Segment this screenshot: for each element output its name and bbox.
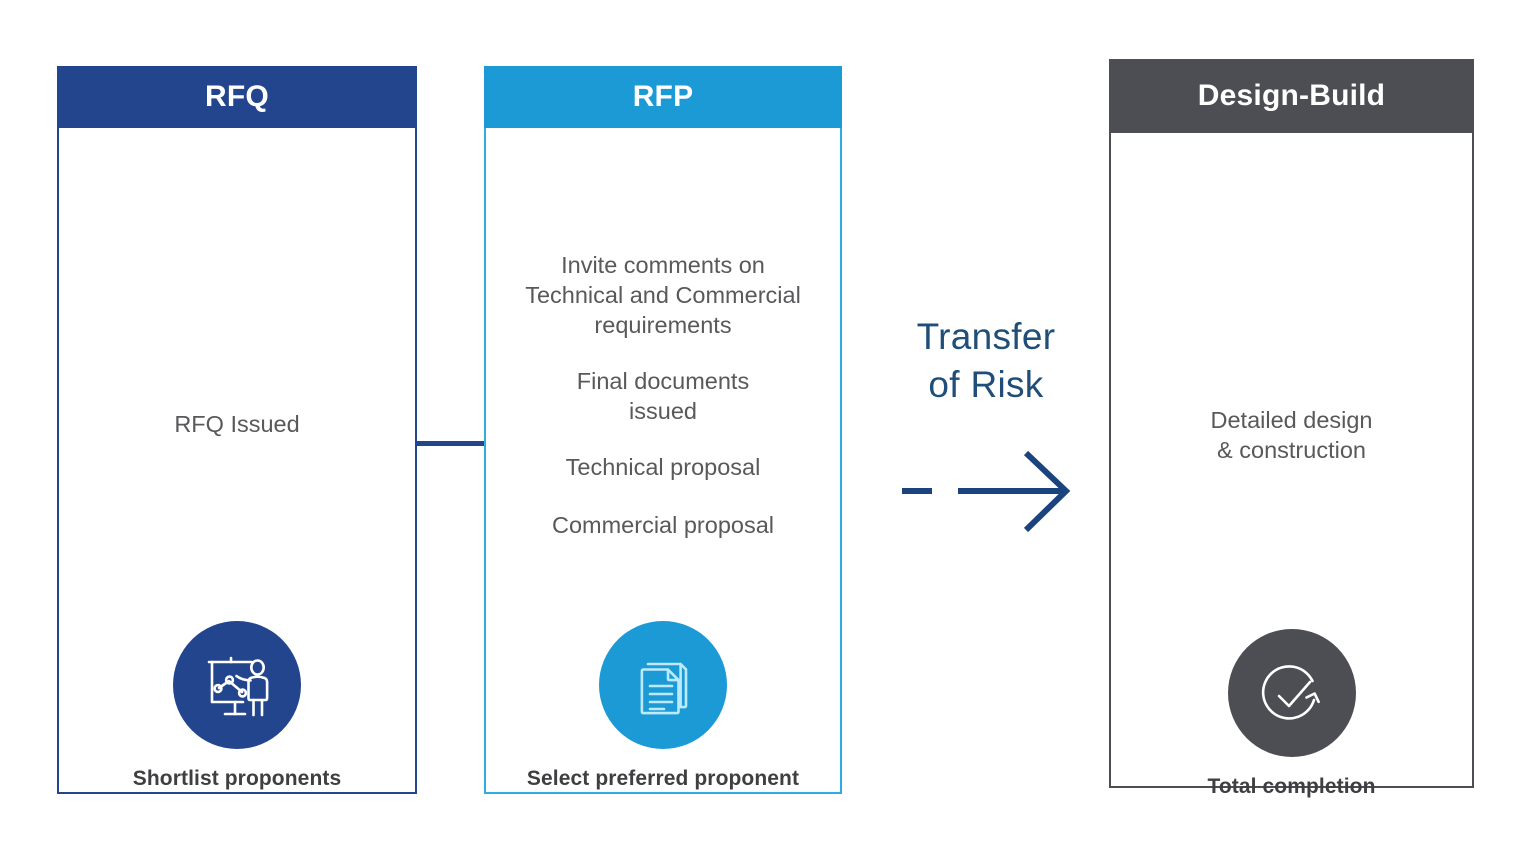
- column-design-build: Design-Build Detailed design & construct…: [1109, 59, 1474, 798]
- rfq-body-line-1: RFQ Issued: [174, 411, 300, 437]
- column-rfq: RFQ RFQ Issued: [57, 66, 417, 794]
- rfp-body-line-4: Commercial proposal: [551, 512, 775, 538]
- db-body-line-1: Detailed design & construction: [1210, 407, 1373, 463]
- rfp-body-line-3: Technical proposal: [565, 454, 761, 480]
- column-body-rfq: RFQ Issued: [57, 128, 417, 794]
- db-icon-caption: Total completion: [1207, 775, 1376, 798]
- transfer-of-risk-label: Transfer of Risk: [916, 316, 1056, 405]
- rfq-rfp-connector: [415, 441, 487, 446]
- column-header-rfq: RFQ: [57, 66, 417, 128]
- column-rfp: RFP Invite comments on Technical and Com…: [484, 66, 842, 794]
- column-body-rfp: Invite comments on Technical and Commerc…: [484, 128, 842, 794]
- column-header-design-build-label: Design-Build: [1197, 79, 1386, 112]
- presenter-chart-icon: [173, 621, 301, 749]
- column-header-rfq-label: RFQ: [205, 80, 269, 113]
- rfq-icon-caption: Shortlist proponents: [132, 767, 342, 790]
- dashed-right-arrow-icon: [868, 443, 1104, 544]
- column-header-rfp-label: RFP: [632, 80, 694, 113]
- rfq-icon-block: Shortlist proponents: [59, 621, 415, 791]
- documents-stack-icon: [599, 621, 727, 749]
- column-body-design-build: Detailed design & construction: [1109, 133, 1474, 798]
- transfer-of-risk-group: Transfer of Risk: [868, 313, 1104, 544]
- check-circle-arrow-icon: [1227, 629, 1356, 757]
- rfp-icon-caption: Select preferred proponent: [526, 767, 800, 790]
- column-header-design-build: Design-Build: [1109, 59, 1474, 133]
- db-icon-block: Total completion: [1111, 629, 1472, 799]
- column-header-rfp: RFP: [484, 66, 842, 128]
- rfp-body-line-2: Final documents issued: [576, 368, 750, 424]
- rfp-body-line-1: Invite comments on Technical and Commerc…: [525, 252, 801, 338]
- rfp-icon-block: Select preferred proponent: [486, 621, 840, 791]
